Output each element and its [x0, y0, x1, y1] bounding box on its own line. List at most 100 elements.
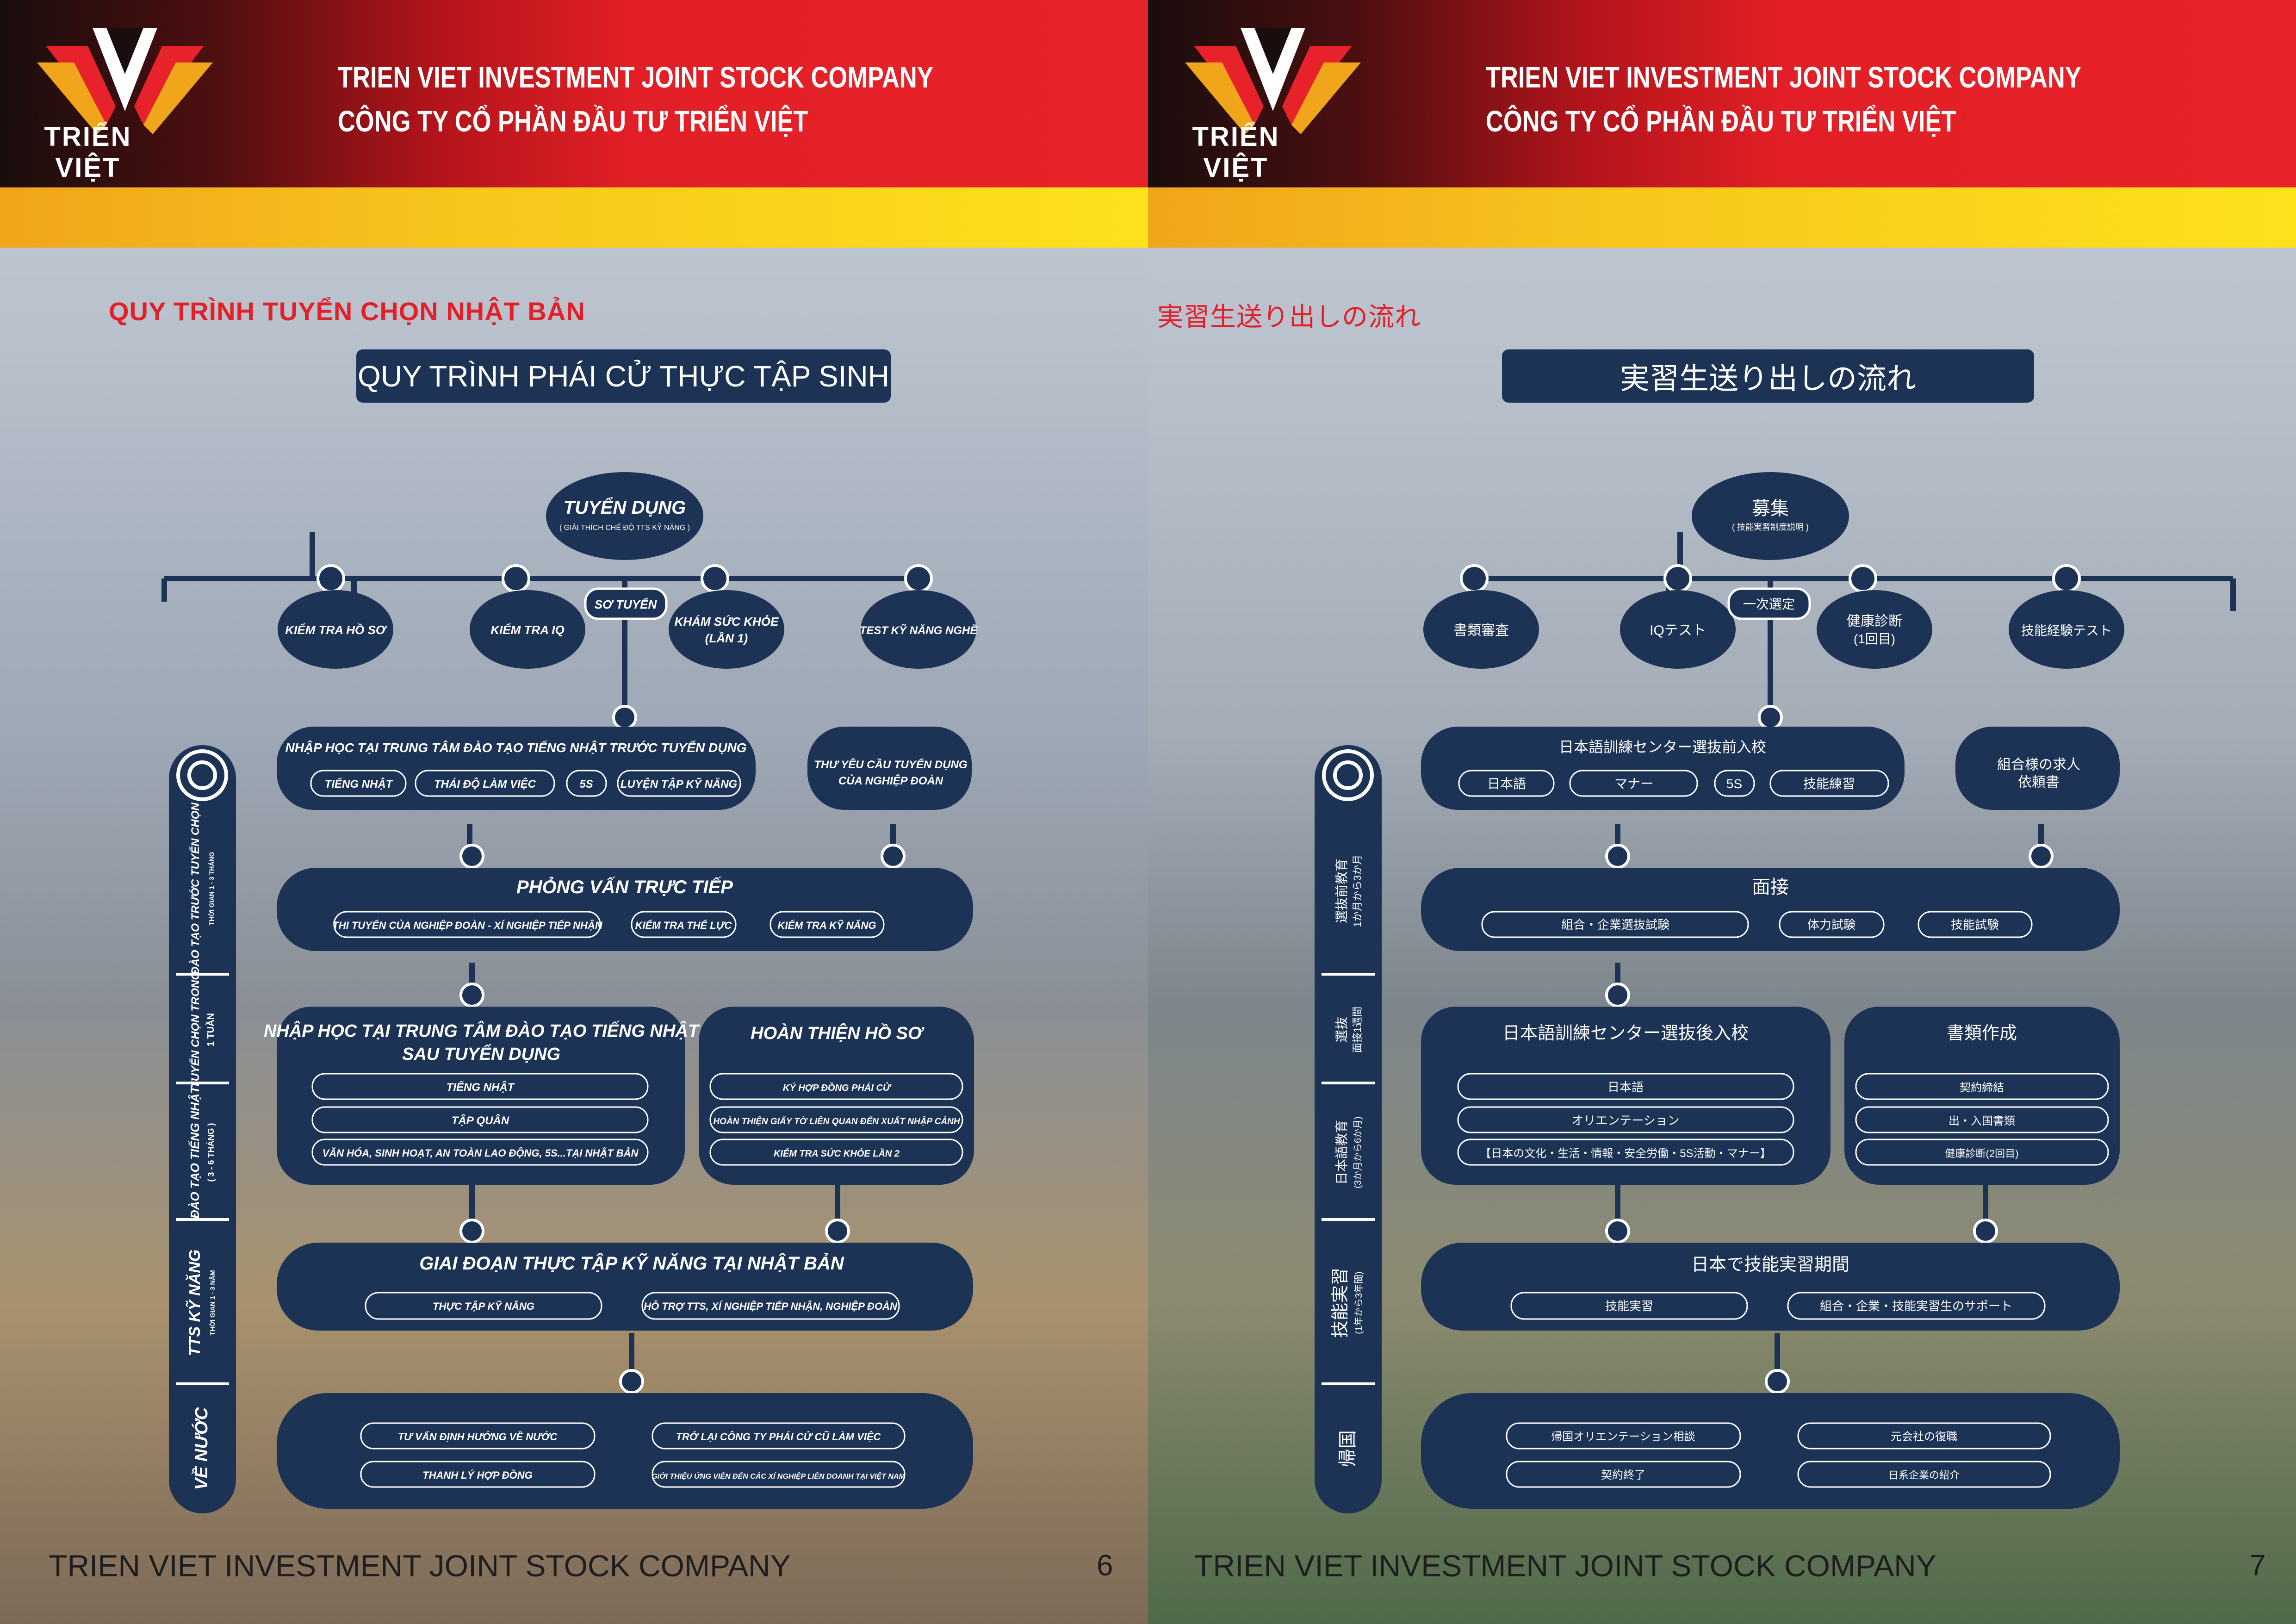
request-line2: CỦA NGHIỆP ĐOÀN	[838, 774, 943, 787]
s3b-item-contract: 契約締結	[1960, 1082, 2004, 1094]
side-label-3: ĐÀO TẠO TIẾNG NHẬT	[188, 1085, 202, 1219]
recruit-title: 募集	[1752, 498, 1789, 519]
company-name-en: TRIEN VIET INVESTMENT JOINT STOCK COMPAN…	[1486, 61, 2081, 94]
s5-item-liquidation: THANH LÝ HỢP ĐỒNG	[422, 1469, 533, 1481]
side-sub-3: ( 3 - 6 THÁNG )	[206, 1123, 216, 1182]
side-sub-1: 1か月から3か月	[1352, 855, 1363, 927]
s1-item-5s: 5S	[579, 778, 593, 790]
flowchart: 募集 ( 技能実習制度説明 ) 一次選定 書類審査 IQテスト 健康診断 (1回…	[1315, 472, 2236, 1513]
s4-item-support: 組合・企業・技能実習生のサポート	[1820, 1299, 2012, 1313]
s1-item-attitude: THÁI ĐỘ LÀM VIỆC	[434, 778, 536, 790]
s5-item-return: TRỞ LẠI CÔNG TY PHÁI CỬ CŨ LÀM VIỆC	[676, 1431, 881, 1443]
s3b-item-papers: HOÀN THIỆN GIẤY TỜ LIÊN QUAN ĐẾN XUẤT NH…	[713, 1116, 960, 1126]
side-label-1: ĐÀO TẠO TRƯỚC TUYỂN CHỌN	[189, 803, 202, 975]
footer-company: TRIEN VIET INVESTMENT JOINT STOCK COMPAN…	[49, 1549, 791, 1583]
stage3-title-2: SAU TUYỂN DỤNG	[402, 1043, 560, 1064]
check-iq: IQテスト	[1650, 623, 1706, 638]
s5-item-contract-end: 契約終了	[1601, 1469, 1645, 1481]
side-label-5: VỀ NƯỚC	[191, 1407, 211, 1490]
s2-item-physical: 体力試験	[1807, 918, 1855, 932]
skill-test: TEST KỸ NĂNG NGHỀ	[860, 624, 978, 637]
stage4-title: GIAI ĐOẠN THỰC TẬP KỸ NĂNG TẠI NHẬT BẢN	[419, 1252, 844, 1274]
page-number: 7	[2249, 1549, 2266, 1582]
recruit-title: TUYỂN DỤNG	[564, 496, 686, 518]
check-docs: 書類審査	[1453, 623, 1509, 638]
s5-item-introduce: GIỚI THIỆU ỨNG VIÊN ĐẾN CÁC XÍ NGHIỆP LI…	[652, 1472, 905, 1481]
logo-text: TRIỂN VIỆT	[44, 122, 132, 183]
s3b-item-health2: 健康診断(2回目)	[1945, 1148, 2019, 1159]
s1-item-skill: 技能練習	[1803, 777, 1855, 791]
header-band: TRIỂN VIỆT TRIEN VIET INVESTMENT JOINT S…	[0, 0, 1148, 187]
recruit-subtitle: ( 技能実習制度説明 )	[1732, 523, 1809, 532]
s4-item-practice: 技能実習	[1605, 1299, 1653, 1313]
side-label-4: TTS KỸ NĂNG	[186, 1250, 204, 1356]
s1-item-japanese: 日本語	[1487, 777, 1526, 791]
health-check: 健康診断	[1847, 614, 1902, 629]
s2-item-physical: KIỂM TRA THỂ LỰC	[635, 920, 732, 931]
s5-item-reinstate: 元会社の復職	[1891, 1431, 1957, 1443]
side-sub-2: 1 TUẦN	[205, 1013, 216, 1046]
s3-item-japanese: 日本語	[1607, 1080, 1644, 1094]
stage3-title-1: NHẬP HỌC TẠI TRUNG TÂM ĐÀO TẠO TIẾNG NHẬ…	[264, 1020, 700, 1041]
s2-item-skill: 技能試験	[1951, 918, 1999, 932]
company-name-vn: CÔNG TY CỔ PHẦN ĐẦU TƯ TRIỂN VIỆT	[338, 105, 808, 138]
side-label-4: 技能実習	[1331, 1268, 1350, 1338]
side-label-1: 選抜前教育	[1334, 859, 1349, 923]
check-iq: KIỂM TRA IQ	[490, 623, 564, 637]
page-number: 6	[1097, 1549, 1113, 1582]
stage4-title: 日本で技能実習期間	[1691, 1255, 1849, 1275]
s1-item-manner: マナー	[1614, 777, 1653, 791]
s3b-item-papers: 出・入国書類	[1948, 1115, 2015, 1127]
request-line2: 依頼書	[2018, 775, 2060, 790]
s1-item-5s: 5S	[1726, 777, 1742, 791]
s5-item-advice: TƯ VẤN ĐỊNH HƯỚNG VỀ NƯỚC	[398, 1431, 558, 1443]
page-right: TRIỂN VIỆT TRIEN VIET INVESTMENT JOINT S…	[1148, 0, 2296, 1624]
page-left: TRIỂN VIỆT TRIEN VIET INVESTMENT JOINT S…	[0, 0, 1148, 1624]
side-label-5: 帰国	[1338, 1430, 1358, 1467]
stage3-title: 日本語訓練センター選抜後入校	[1502, 1024, 1749, 1043]
side-label-2: TUYỂN CHỌN TRONG	[189, 971, 202, 1088]
s2-item-union: 組合・企業選抜試験	[1561, 918, 1669, 932]
section-title: QUY TRÌNH TUYỂN CHỌN NHẬT BẢN	[109, 297, 585, 326]
side-label-2: 選抜	[1334, 1017, 1349, 1043]
s3b-item-contract: KÝ HỢP ĐỒNG PHÁI CỬ	[783, 1082, 892, 1093]
stage1-title: 日本語訓練センター選抜前入校	[1559, 739, 1766, 755]
s4-item-practice: THỰC TẬP KỸ NĂNG	[433, 1300, 534, 1312]
s1-item-japanese: TIẾNG NHẬT	[325, 778, 394, 790]
pre-screen-badge: SƠ TUYỂN	[595, 597, 658, 611]
health-check-note: (LẦN 1)	[705, 631, 748, 645]
yellow-band	[1148, 187, 2296, 248]
side-sub-3: (3か月から6か月)	[1353, 1116, 1363, 1188]
process-banner: 実習生送り出しの流れ	[1502, 349, 2034, 403]
section-title: 実習生送り出しの流れ	[1157, 302, 1421, 331]
stage1-title: NHẬP HỌC TẠI TRUNG TÂM ĐÀO TẠO TIẾNG NHẬ…	[285, 740, 746, 755]
logo-icon	[1185, 28, 1361, 134]
health-check: KHÁM SỨC KHỎE	[675, 615, 779, 628]
s1-item-skill: LUYỆN TẬP KỸ NĂNG	[621, 778, 737, 790]
s2-item-union: THI TUYỂN CỦA NGHIỆP ĐOÀN - XÍ NGHIỆP TI…	[332, 920, 603, 931]
stage2-title: PHỎNG VẤN TRỰC TIẾP	[516, 876, 733, 897]
stage3b-title: 書類作成	[1947, 1024, 2017, 1043]
logo-text: TRIỂN VIỆT	[1192, 122, 1280, 183]
check-docs: KIỂM TRA HỒ SƠ	[285, 623, 387, 637]
side-sub-4: THỜI GIAN 1 - 3 NĂM	[208, 1270, 216, 1335]
side-label-3: 日本語教育	[1334, 1120, 1349, 1185]
s5-item-orientation: 帰国オリエンテーション相談	[1551, 1431, 1695, 1443]
recruit-subtitle: ( GIẢI THÍCH CHẾ ĐỘ TTS KỸ NĂNG )	[559, 523, 690, 532]
s3-item-drill: TẬP QUÂN	[452, 1114, 509, 1127]
request-line1: 組合様の求人	[1997, 757, 2080, 772]
health-check-note: (1回目)	[1854, 632, 1895, 646]
s2-item-skill: KIỂM TRA KỸ NĂNG	[777, 920, 876, 931]
side-sub-2: 面接1週間	[1352, 1007, 1363, 1053]
request-line1: THƯ YÊU CẦU TUYỂN DỤNG	[814, 758, 968, 771]
s3-item-culture: VĂN HÓA, SINH HOẠT, AN TOÀN LAO ĐỘNG, 5S…	[323, 1147, 639, 1159]
stage2-title: 面接	[1752, 877, 1789, 897]
stage3b-title: HOÀN THIỆN HỒ SƠ	[751, 1023, 925, 1043]
flowchart: TUYỂN DỤNG ( GIẢI THÍCH CHẾ ĐỘ TTS KỸ NĂ…	[161, 472, 978, 1513]
s5-item-introduce: 日系企業の紹介	[1888, 1469, 1960, 1481]
company-name-en: TRIEN VIET INVESTMENT JOINT STOCK COMPAN…	[338, 61, 933, 94]
s3-item-japanese: TIẾNG NHẬT	[447, 1081, 515, 1094]
s3-item-orientation: オリエンテーション	[1571, 1114, 1679, 1127]
process-banner: QUY TRÌNH PHÁI CỬ THỰC TẬP SINH	[356, 349, 891, 403]
footer-company: TRIEN VIET INVESTMENT JOINT STOCK COMPAN…	[1194, 1549, 1936, 1583]
